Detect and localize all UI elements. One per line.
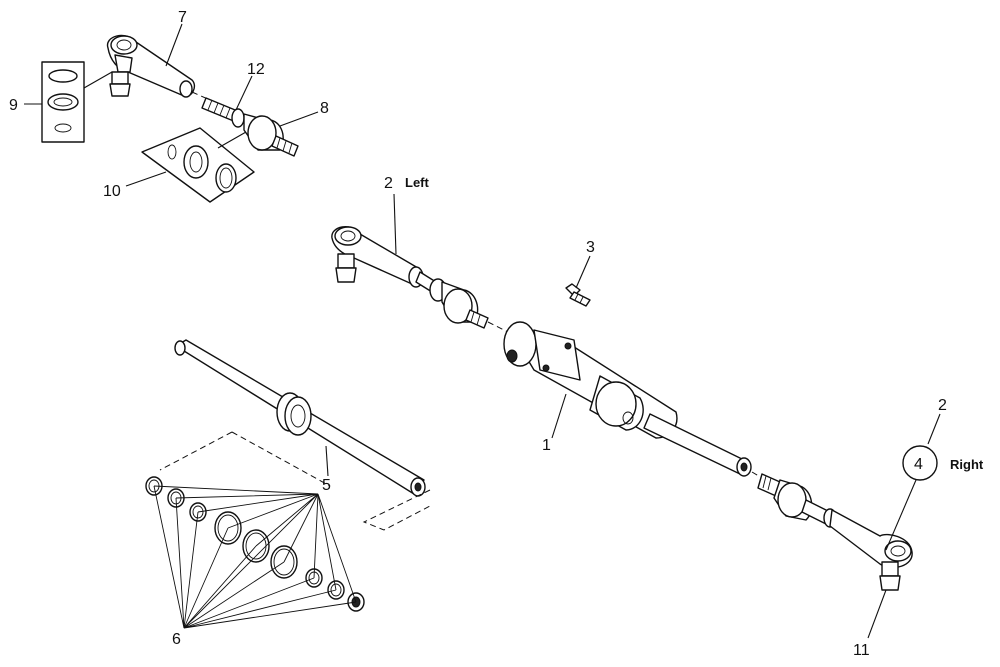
label-10: 10 (103, 183, 121, 200)
label-5: 5 (322, 477, 331, 494)
steering-cylinder-1 (503, 321, 763, 479)
label-7: 7 (178, 9, 187, 26)
side-label-left: Left (405, 175, 430, 190)
bolt-3 (565, 283, 591, 307)
label-1: 1 (542, 437, 551, 454)
piston-rod-5 (174, 339, 426, 497)
label-2-left: 2 (384, 175, 393, 192)
threaded-stud-12 (191, 91, 245, 128)
label-12: 12 (247, 61, 265, 78)
ball-joint-8 (243, 113, 299, 157)
callout-circle-4 (902, 445, 938, 481)
leader-lines (24, 23, 941, 639)
label-4: 4 (914, 456, 923, 473)
kit-box-9 (41, 61, 113, 143)
label-3: 3 (586, 239, 595, 256)
label-8: 8 (320, 100, 329, 117)
label-6: 6 (172, 631, 181, 648)
tie-rod-end-7 (106, 34, 196, 98)
seal-kit-outline (159, 431, 431, 531)
side-label-right: Right (950, 457, 984, 472)
label-11: 11 (853, 642, 870, 659)
tie-rod-left (331, 226, 509, 333)
kit-box-10 (141, 127, 255, 203)
tie-rod-right (757, 473, 913, 591)
label-9: 9 (9, 97, 18, 114)
seal-rings-6 (145, 476, 365, 629)
label-2-right: 2 (938, 397, 947, 414)
